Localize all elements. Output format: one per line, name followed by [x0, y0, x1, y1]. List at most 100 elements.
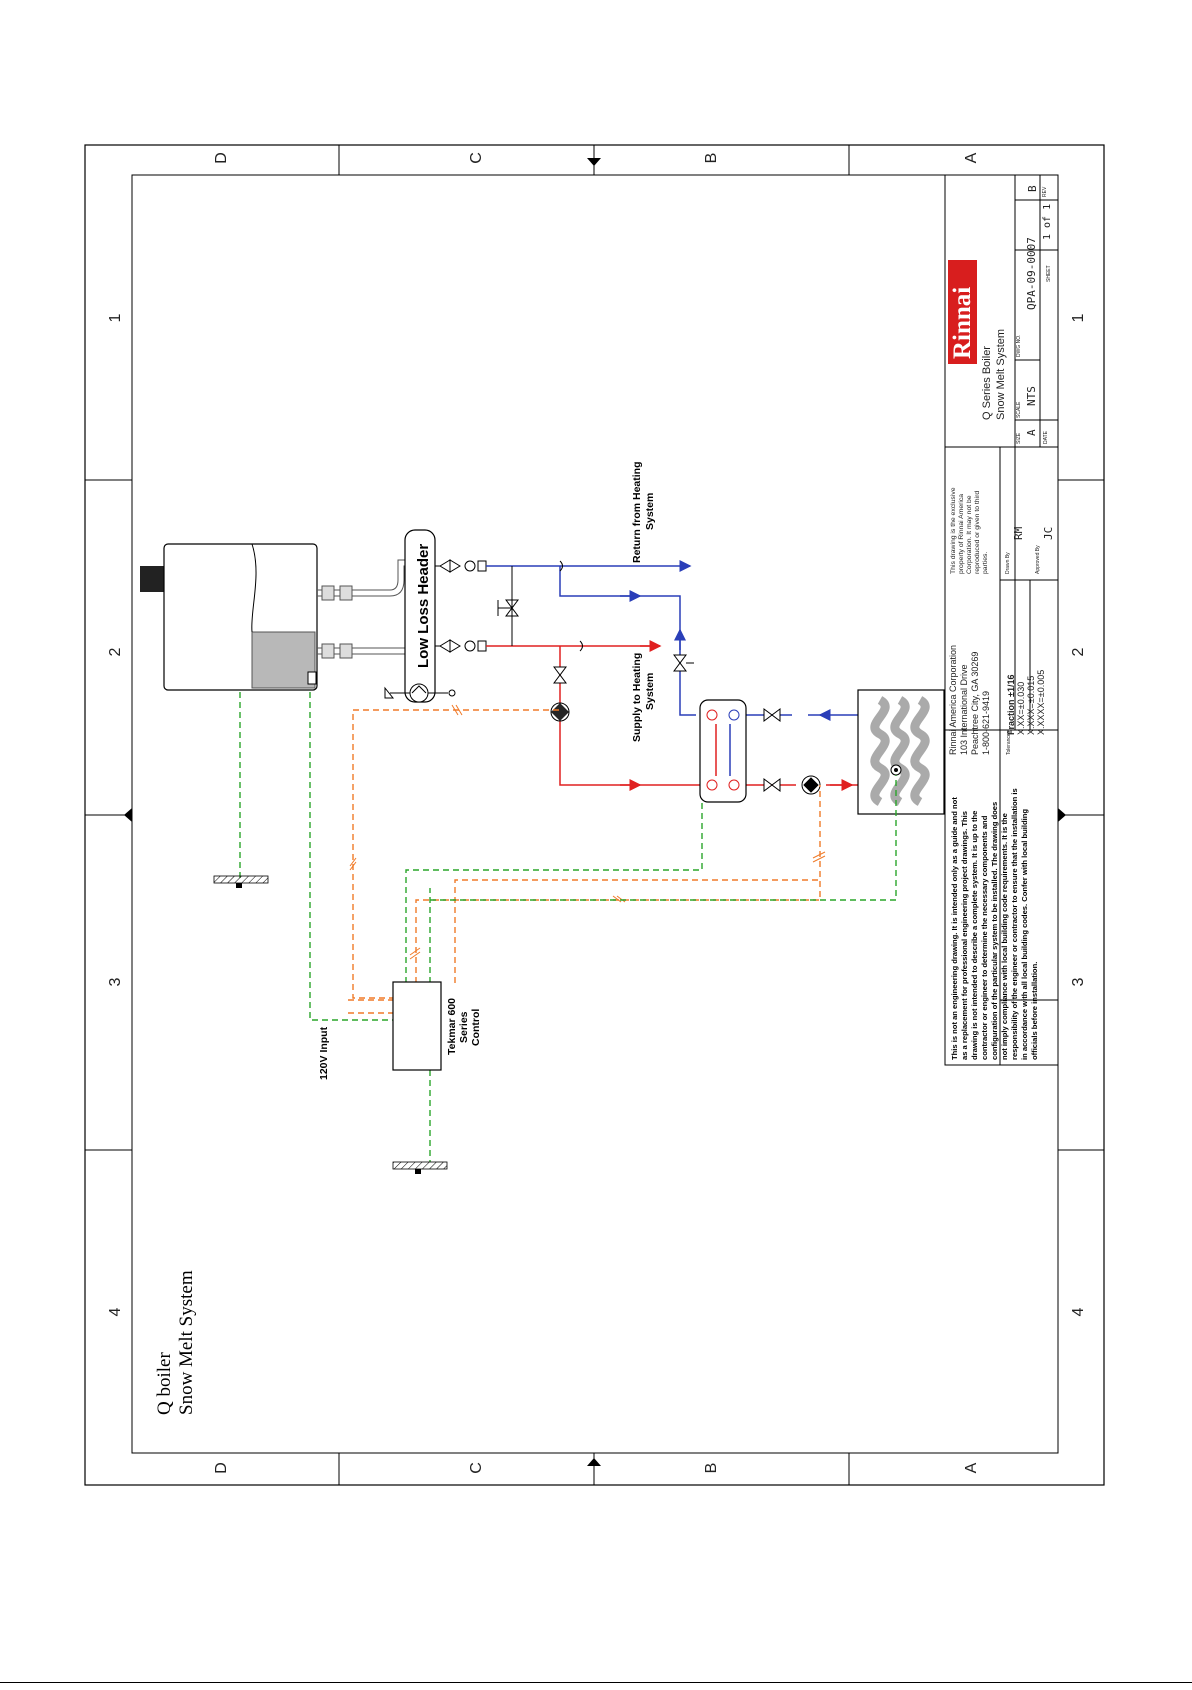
- tolerance-block: Tolerances Fraction ±1/16 X.XX=±0.030 X.…: [1006, 670, 1046, 755]
- input-label: 120V Input: [318, 1026, 330, 1080]
- date-label: DATE: [1043, 430, 1049, 444]
- notes-block: This is not an engineering drawing. It i…: [950, 788, 1039, 1060]
- drawing-title-line2: Snow Melt System: [176, 1270, 197, 1415]
- return-label-line1: Return from Heating: [631, 461, 643, 563]
- system-supply-pump: [550, 666, 570, 722]
- control-label-line2: Series: [458, 1011, 470, 1043]
- rinnai-logo-text: Rinnai: [949, 287, 976, 359]
- drawn-by-label: Drawn By: [1005, 552, 1011, 574]
- tolerances-label: Tolerances: [1006, 730, 1012, 755]
- zone-letter-c-bottom: C: [468, 1462, 485, 1474]
- boiler-unit: [140, 543, 318, 691]
- property-line-4: reproduced or given to third: [974, 491, 981, 574]
- title-line-1: Q Series Boiler: [981, 346, 993, 420]
- property-line-2: property of Rinnai America: [958, 494, 965, 574]
- control-label-line3: Control: [470, 1009, 482, 1046]
- return-check-valve: [673, 654, 694, 672]
- ground-wiring: [239, 692, 897, 1162]
- zone-letter-d-top: D: [213, 152, 230, 164]
- supply-label-line2: System: [644, 673, 656, 710]
- supply-label-line1: Supply to Heating: [631, 653, 643, 742]
- property-line-1: This drawing is the exclusive: [950, 487, 957, 574]
- rev-value: B: [1026, 185, 1039, 192]
- tolerance-line-4: X.XXXX=±0.005: [1036, 670, 1046, 735]
- plate-heat-exchanger: [699, 699, 747, 803]
- zone-number-4-left: 4: [107, 1307, 124, 1316]
- note-line-8: in accordance with all local building co…: [1020, 809, 1029, 1060]
- zone-number-1-right: 1: [1070, 313, 1087, 322]
- dwg-no-label: DWG NO.: [1016, 335, 1022, 358]
- note-line-9: officials before installation.: [1030, 962, 1039, 1060]
- company-line-3: Peachtree City, GA 30269: [970, 652, 980, 755]
- zone-letter-a-top: A: [963, 152, 980, 163]
- size-value: A: [1025, 429, 1038, 436]
- control-label-line1: Tekmar 600: [446, 998, 458, 1055]
- zone-number-2-right: 2: [1070, 647, 1087, 656]
- size-label: SIZE: [1016, 432, 1022, 444]
- note-line-1: This is not an engineering drawing. It i…: [950, 797, 959, 1060]
- control-wiring: [348, 709, 821, 1014]
- bypass-valve: [497, 566, 519, 646]
- zone-letter-d-bottom: D: [213, 1462, 230, 1474]
- company-line-4: 1-800-621-9419: [981, 691, 991, 755]
- tolerance-line-3: X.XXX=±0.015: [1026, 676, 1036, 735]
- note-line-7: responsibility of the engineer or contra…: [1010, 788, 1019, 1060]
- zone-number-3-right: 3: [1070, 977, 1087, 986]
- zone-number-1-left: 1: [107, 313, 124, 322]
- center-arrow-right: [1058, 808, 1066, 822]
- boiler-pipes: [317, 559, 408, 659]
- zone-number-2-left: 2: [107, 647, 124, 656]
- tekmar-control: [392, 981, 442, 1071]
- ground-symbol-boiler: [213, 875, 269, 888]
- company-block: Rinnai America Corporation 103 Internati…: [948, 645, 991, 755]
- center-arrow-top: [587, 158, 601, 166]
- dwg-no-value: QPA-09-0007: [1025, 237, 1038, 310]
- note-line-5: configuration of the particular system t…: [990, 802, 999, 1060]
- scale-value: NTS: [1025, 386, 1038, 406]
- property-line-3: Corporation. It may not be: [966, 495, 973, 574]
- ground-symbol-control: [392, 1161, 448, 1174]
- company-line-1: Rinnai America Corporation: [948, 645, 958, 755]
- rev-label: REV: [1042, 186, 1048, 197]
- company-line-2: 103 International Drive: [959, 664, 969, 755]
- snow-melt-valves: [763, 708, 821, 795]
- title-block-frame: [944, 174, 1059, 1066]
- title-line-2: Snow Melt System: [995, 329, 1007, 420]
- approved-by-label: Approved By: [1035, 545, 1041, 574]
- page-bottom-rule: [0, 1682, 1192, 1683]
- zone-number-3-left: 3: [107, 977, 124, 986]
- approved-by-value: JC: [1042, 527, 1055, 540]
- sheet-value: 1 of 1: [1042, 204, 1053, 240]
- supply-piping: [486, 640, 858, 791]
- tolerance-line-1: Fraction ±1/16: [1006, 675, 1016, 735]
- return-label-line2: System: [644, 493, 656, 530]
- tolerance-line-2: X.XX=±0.030: [1016, 682, 1026, 735]
- supply-flex-break: [579, 640, 583, 652]
- note-line-6: not imply compliance with local building…: [1000, 813, 1009, 1060]
- rinnai-logo: Rinnai: [948, 260, 977, 364]
- zone-number-4-right: 4: [1070, 1307, 1087, 1316]
- drawing-title-line1: Q boiler: [154, 1352, 175, 1415]
- air-separator: [384, 683, 456, 703]
- header-valves: [435, 559, 487, 653]
- sheet-label: SHEET: [1046, 265, 1052, 282]
- scale-label: SCALE: [1016, 401, 1022, 418]
- low-loss-header-label: Low Loss Header: [415, 544, 432, 668]
- zone-letter-c-top: C: [468, 152, 485, 164]
- dwg-info: SIZE A SCALE NTS DATE DWG NO. QPA-09-000…: [1016, 185, 1053, 444]
- center-arrow-left: [124, 808, 132, 822]
- return-flex-break: [559, 560, 563, 572]
- zone-letter-a-bottom: A: [963, 1462, 980, 1473]
- zone-letter-b-bottom: B: [703, 1463, 720, 1474]
- zone-letter-b-top: B: [703, 153, 720, 164]
- property-line-5: parties.: [982, 552, 989, 574]
- title-text: Q Series Boiler Snow Melt System: [981, 329, 1007, 420]
- control-wire-breaks: [349, 704, 826, 960]
- note-line-4: contractor or engineer to determine the …: [980, 815, 989, 1060]
- drawn-by-value: RM: [1012, 526, 1025, 540]
- return-piping: [486, 560, 858, 721]
- signoff-block: Drawn By RM Approved By JC: [1005, 526, 1055, 574]
- snow-melt-slab: [857, 689, 945, 815]
